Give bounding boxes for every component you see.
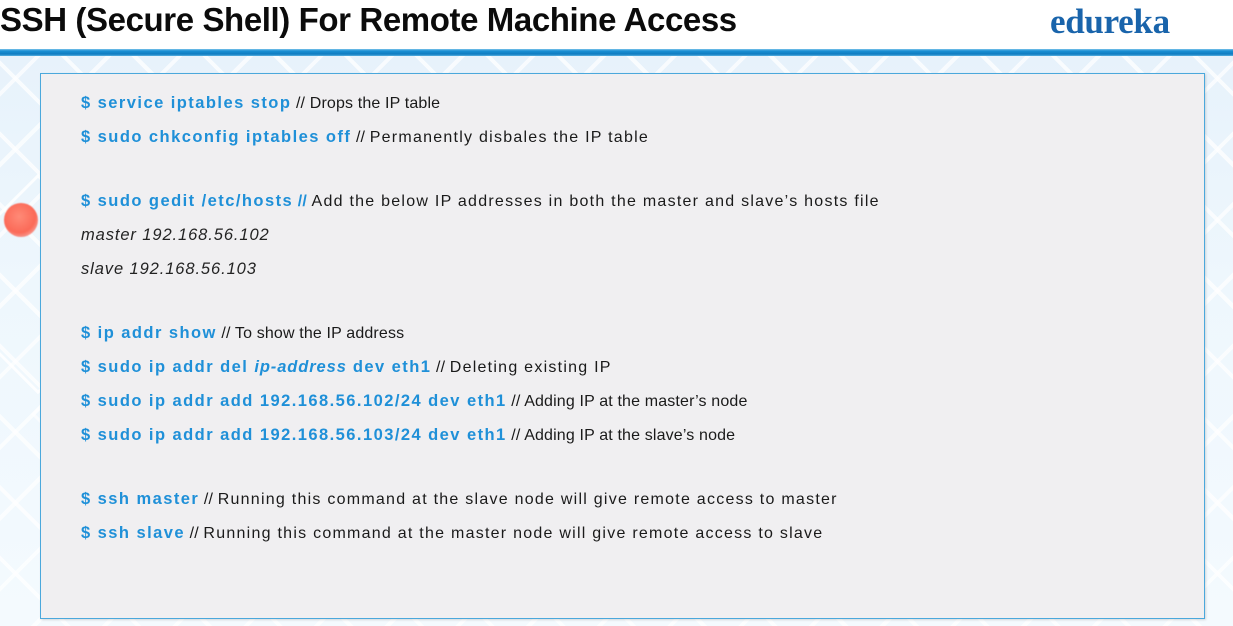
- command-text: service iptables stop: [97, 94, 292, 112]
- prompt-symbol: $: [81, 94, 98, 112]
- command-text: sudo ip addr del: [97, 358, 255, 376]
- shell-command[interactable]: $ ssh master: [81, 490, 199, 508]
- command-text: sudo chkconfig iptables off: [97, 128, 352, 146]
- code-line: $ sudo ip addr add 192.168.56.102/24 dev…: [81, 384, 1198, 418]
- brand-logo: edureka: [1050, 2, 1170, 41]
- pointer-dot-icon: [4, 203, 38, 237]
- code-line: slave 192.168.56.103: [81, 252, 1198, 286]
- comment-text: Drops the IP table: [309, 95, 441, 112]
- code-line: $ sudo ip addr del ip-address dev eth1 /…: [81, 350, 1198, 384]
- comment-text: Add the below IP addresses in both the m…: [311, 193, 880, 210]
- code-blank-line: [81, 286, 1198, 316]
- code-blank-line: [81, 452, 1198, 482]
- title-divider: [0, 49, 1233, 56]
- title-bar: SSH (Secure Shell) For Remote Machine Ac…: [0, 0, 1233, 48]
- comment-separator: //: [291, 95, 310, 112]
- comment-text: Running this command at the slave node w…: [217, 491, 838, 508]
- code-line: $ ssh slave // Running this command at t…: [81, 516, 1198, 550]
- comment-separator: //: [351, 129, 370, 146]
- prompt-symbol: $: [81, 192, 98, 210]
- shell-command[interactable]: $ sudo chkconfig iptables off: [81, 128, 351, 146]
- shell-command[interactable]: $ service iptables stop: [81, 94, 291, 112]
- command-text: ip addr show: [97, 324, 217, 342]
- command-placeholder: ip-address: [254, 358, 347, 376]
- command-text: dev eth1: [346, 358, 432, 376]
- code-line: $ service iptables stop // Drops the IP …: [81, 86, 1198, 120]
- prompt-symbol: $: [81, 358, 98, 376]
- shell-command[interactable]: $ sudo ip addr del ip-address dev eth1: [81, 358, 431, 376]
- prompt-symbol: $: [81, 524, 98, 542]
- shell-command[interactable]: $ sudo ip addr add 192.168.56.103/24 dev…: [81, 426, 507, 444]
- prompt-symbol: $: [81, 392, 98, 410]
- page-title: SSH (Secure Shell) For Remote Machine Ac…: [0, 1, 737, 38]
- comment-separator: //: [506, 393, 525, 410]
- code-line: $ sudo gedit /etc/hosts // Add the below…: [81, 184, 1198, 218]
- command-text: sudo ip addr add 192.168.56.103/24 dev e…: [97, 426, 507, 444]
- comment-separator: //: [293, 193, 312, 210]
- code-line: $ sudo ip addr add 192.168.56.103/24 dev…: [81, 418, 1198, 452]
- prompt-symbol: $: [81, 426, 98, 444]
- code-blank-line: [81, 154, 1198, 184]
- prompt-symbol: $: [81, 490, 98, 508]
- host-entry-text: slave 192.168.56.103: [81, 260, 257, 278]
- comment-text: To show the IP address: [234, 325, 405, 342]
- prompt-symbol: $: [81, 128, 98, 146]
- comment-separator: //: [431, 359, 450, 376]
- comment-separator: //: [199, 491, 218, 508]
- code-line: master 192.168.56.102: [81, 218, 1198, 252]
- comment-text: Deleting existing IP: [449, 359, 612, 376]
- shell-command[interactable]: $ sudo gedit /etc/hosts: [81, 192, 293, 210]
- command-text: ssh slave: [97, 524, 186, 542]
- code-line: $ ip addr show // To show the IP address: [81, 316, 1198, 350]
- code-line: $ ssh master // Running this command at …: [81, 482, 1198, 516]
- comment-text: Running this command at the master node …: [203, 525, 824, 542]
- prompt-symbol: $: [81, 324, 98, 342]
- comment-separator: //: [185, 525, 204, 542]
- host-entry-text: master 192.168.56.102: [81, 226, 270, 244]
- command-text: ssh master: [97, 490, 200, 508]
- shell-command[interactable]: $ ssh slave: [81, 524, 185, 542]
- code-lines-container: $ service iptables stop // Drops the IP …: [81, 86, 1198, 550]
- comment-separator: //: [216, 325, 235, 342]
- code-line: $ sudo chkconfig iptables off // Permane…: [81, 120, 1198, 154]
- shell-command[interactable]: $ sudo ip addr add 192.168.56.102/24 dev…: [81, 392, 507, 410]
- code-listing-panel: $ service iptables stop // Drops the IP …: [40, 73, 1205, 619]
- shell-command[interactable]: $ ip addr show: [81, 324, 217, 342]
- comment-text: Permanently disbales the IP table: [369, 129, 650, 146]
- comment-separator: //: [506, 427, 525, 444]
- comment-text: Adding IP at the slave’s node: [524, 427, 736, 444]
- command-text: sudo gedit /etc/hosts: [97, 192, 294, 210]
- command-text: sudo ip addr add 192.168.56.102/24 dev e…: [97, 392, 507, 410]
- comment-text: Adding IP at the master’s node: [524, 393, 748, 410]
